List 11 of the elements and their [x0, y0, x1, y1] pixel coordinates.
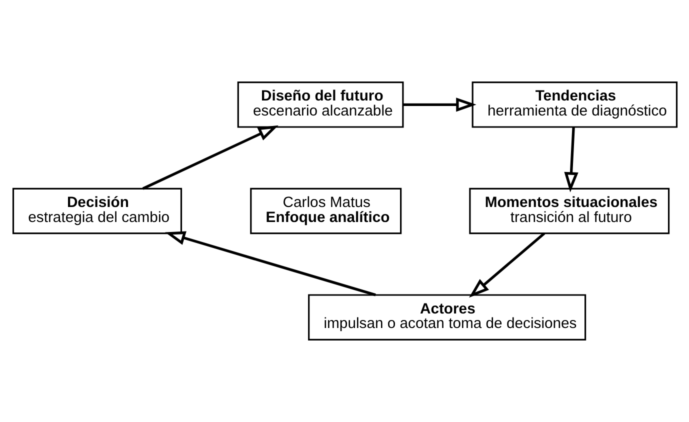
node-box: Actores impulsan o acotan toma de decisiones	[308, 294, 586, 340]
node-box: Decisión estrategia del cambio	[12, 188, 182, 234]
node-box: Momentos situacionales transición al futuro	[468, 188, 670, 234]
node-box: Carlos Matus Enfoque analítico	[250, 188, 402, 234]
arrow	[402, 98, 476, 112]
node-box: Tendencias herramienta de diagnóstico	[471, 82, 678, 128]
arrow	[164, 231, 376, 296]
arrow	[468, 232, 545, 298]
arrow	[564, 127, 578, 192]
node-box: Diseño del futuro escenario alcanzable	[236, 82, 404, 128]
arrow	[142, 125, 278, 190]
